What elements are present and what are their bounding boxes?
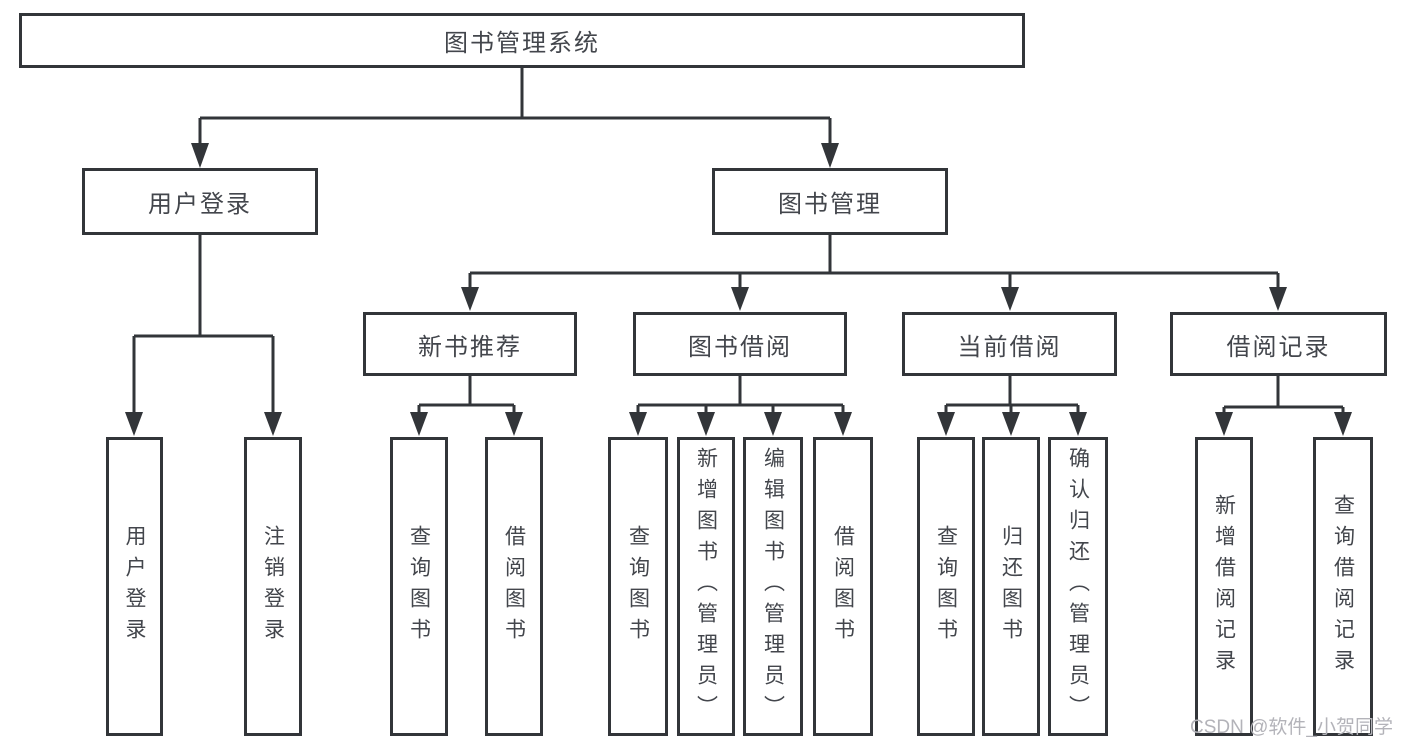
connector-book-borrow-to-leaves bbox=[629, 376, 852, 436]
node-root: 图书管理系统 bbox=[19, 13, 1025, 68]
leaf-borrow-books-recommend: 借阅图书 bbox=[485, 437, 543, 736]
connector-user-login-to-leaves bbox=[125, 235, 282, 436]
leaf-query-books-borrow: 查询图书 bbox=[608, 437, 668, 736]
node-current-borrow: 当前借阅 bbox=[902, 312, 1117, 376]
leaf-return-book: 归还图书 bbox=[982, 437, 1040, 736]
connector-book-management-to-level3 bbox=[461, 235, 1287, 311]
node-user-login: 用户登录 bbox=[82, 168, 318, 235]
leaf-add-borrow-record: 新增借阅记录 bbox=[1195, 437, 1253, 736]
leaf-confirm-return-admin: 确认归还（管理员） bbox=[1048, 437, 1108, 736]
connector-borrow-records-to-leaves bbox=[1215, 376, 1352, 436]
leaf-add-book-admin: 新增图书（管理员） bbox=[677, 437, 735, 736]
connector-current-borrow-to-leaves bbox=[937, 376, 1087, 436]
leaf-user-login: 用户登录 bbox=[106, 437, 163, 736]
leaf-logout-login: 注销登录 bbox=[244, 437, 302, 736]
leaf-edit-book-admin: 编辑图书（管理员） bbox=[743, 437, 803, 736]
node-book-management: 图书管理 bbox=[712, 168, 948, 235]
node-new-book-recommend: 新书推荐 bbox=[363, 312, 577, 376]
node-book-borrow: 图书借阅 bbox=[633, 312, 847, 376]
leaf-query-books-recommend: 查询图书 bbox=[390, 437, 448, 736]
node-borrow-records: 借阅记录 bbox=[1170, 312, 1387, 376]
leaf-query-borrow-record: 查询借阅记录 bbox=[1313, 437, 1373, 736]
connector-root-to-level2 bbox=[191, 68, 839, 168]
csdn-watermark: CSDN @软件_小贺同学 bbox=[1190, 717, 1393, 738]
leaf-query-books-current: 查询图书 bbox=[917, 437, 975, 736]
connector-new-book-recommend-to-leaves bbox=[410, 376, 523, 436]
leaf-borrow-books: 借阅图书 bbox=[813, 437, 873, 736]
